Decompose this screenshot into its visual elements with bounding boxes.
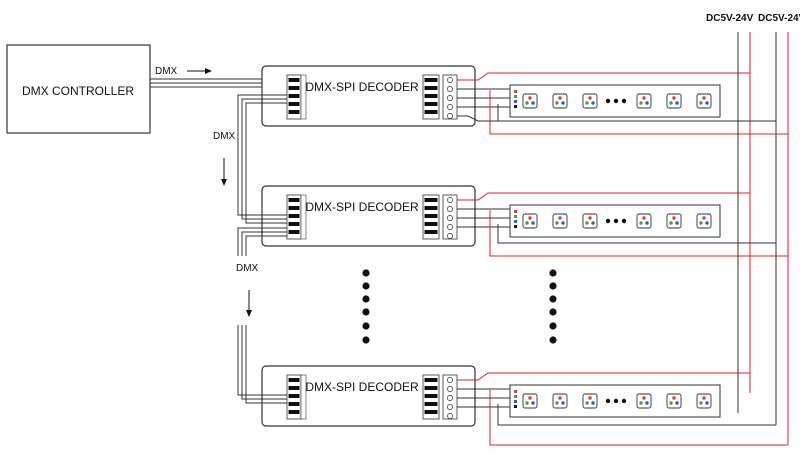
led-chip — [636, 213, 652, 229]
row-1-wiring — [457, 72, 788, 135]
led-strip-2 — [509, 204, 721, 238]
decoder-3: DMX-SPI DECODER — [261, 365, 476, 427]
led-chip — [666, 393, 682, 409]
arrow-down-icon-2 — [246, 290, 252, 317]
led-chip — [666, 93, 682, 109]
decoder-3-label: DMX-SPI DECODER — [305, 380, 419, 394]
led-chip — [522, 93, 538, 109]
led-chip — [636, 93, 652, 109]
led-chip — [666, 213, 682, 229]
led-chip — [522, 213, 538, 229]
led-ellipsis — [605, 398, 627, 404]
power-label-1: DC5V-24V — [706, 13, 754, 24]
decoder-2: DMX-SPI DECODER — [261, 185, 476, 247]
dmx-chain-1-2 — [237, 94, 287, 224]
continuation-dots-left — [362, 269, 370, 344]
dmx-controller: DMX CONTROLLER — [6, 44, 151, 134]
led-chip — [636, 393, 652, 409]
power-rails — [737, 32, 789, 445]
led-chip — [582, 93, 598, 109]
led-chip — [582, 393, 598, 409]
led-strip-3 — [509, 384, 721, 418]
led-chip — [552, 93, 568, 109]
arrow-right-icon — [187, 68, 212, 74]
led-chip — [696, 393, 712, 409]
led-chip — [552, 393, 568, 409]
row-2-wiring — [457, 192, 788, 257]
led-ellipsis — [605, 98, 627, 104]
led-chip — [696, 93, 712, 109]
dmx-chain-3-in — [237, 325, 287, 404]
decoder-1: DMX-SPI DECODER — [261, 65, 476, 127]
arrow-down-icon-1 — [221, 158, 227, 186]
led-chip — [552, 213, 568, 229]
dmx-label-lower: DMX — [236, 263, 259, 274]
led-ellipsis — [605, 218, 627, 224]
led-chip — [522, 393, 538, 409]
row-3-wiring — [457, 372, 788, 446]
controller-label: DMX CONTROLLER — [22, 84, 134, 98]
continuation-dots-right — [549, 269, 557, 344]
dmx-label-middle: DMX — [213, 131, 236, 142]
led-chip — [582, 213, 598, 229]
power-label-2: DC5V-24V — [758, 13, 800, 24]
decoder-2-label: DMX-SPI DECODER — [305, 200, 419, 214]
dmx-label-top: DMX — [155, 66, 178, 77]
led-strip-1 — [509, 84, 721, 118]
led-chip — [696, 213, 712, 229]
dmx-chain-2-out — [237, 227, 287, 256]
decoder-1-label: DMX-SPI DECODER — [305, 80, 419, 94]
